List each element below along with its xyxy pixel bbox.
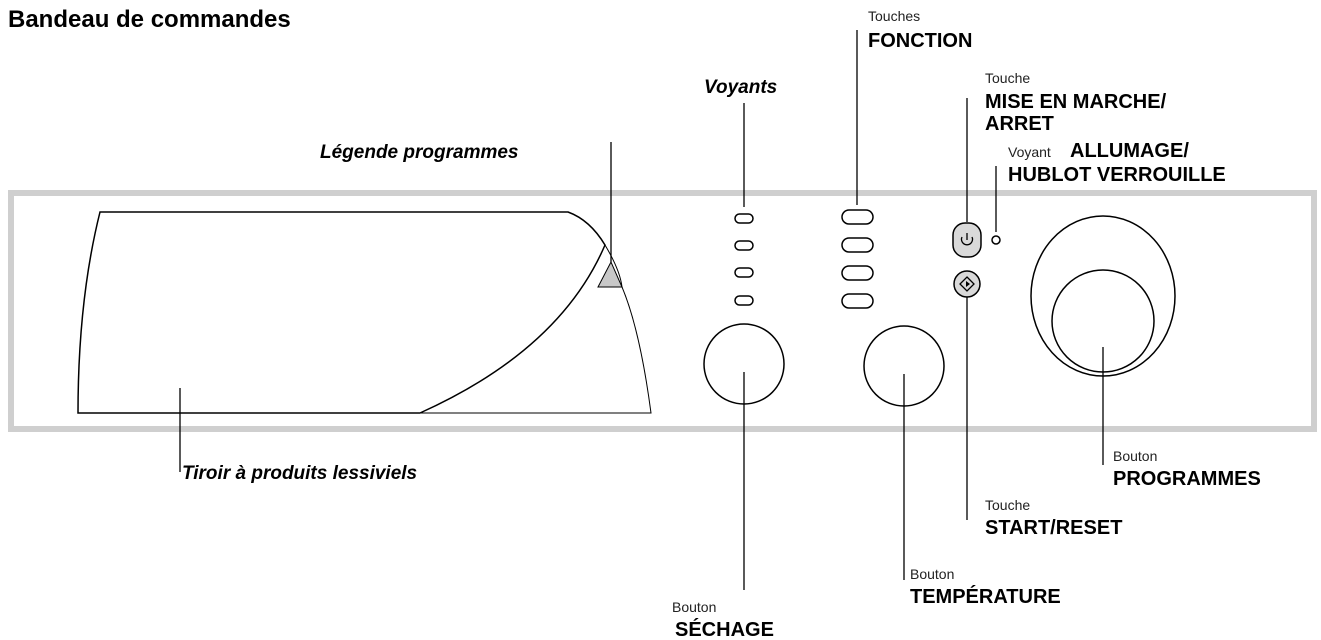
function-button-1[interactable]	[841, 209, 874, 225]
indicator-led-3	[734, 267, 754, 278]
indicator-led-2	[734, 240, 754, 251]
start-reset-big-label: START/RESET	[985, 517, 1122, 539]
temperature-small-label: Bouton	[910, 566, 954, 582]
function-button-2[interactable]	[841, 237, 874, 253]
drying-small-label: Bouton	[672, 599, 716, 615]
function-small-label: Touches	[868, 8, 920, 24]
control-panel-frame	[8, 190, 1317, 432]
program-big-label: PROGRAMMES	[1113, 468, 1261, 490]
program-small-label: Bouton	[1113, 448, 1157, 464]
program-legend-marker-icon	[597, 260, 623, 288]
power-big-label-2: ARRET	[985, 113, 1054, 135]
power-symbol-icon	[960, 233, 974, 246]
power-big-label-1: MISE EN MARCHE/	[985, 91, 1167, 113]
lock-light-big-label-2: HUBLOT VERROUILLE	[1008, 164, 1226, 186]
detergent-drawer[interactable]	[77, 211, 606, 414]
drawer-label: Tiroir à produits lessiviels	[182, 463, 417, 484]
function-button-3[interactable]	[841, 265, 874, 281]
drawer-side-panel	[420, 244, 652, 414]
function-button-4[interactable]	[841, 293, 874, 309]
indicator-led-1	[734, 213, 754, 224]
indicators-label: Voyants	[704, 77, 777, 98]
diagram-title: Bandeau de commandes	[8, 6, 291, 33]
program-legend-label: Légende programmes	[320, 142, 519, 163]
diamond-play-icon	[959, 276, 975, 292]
lock-light-small-label: Voyant	[1008, 144, 1051, 160]
drying-big-label: SÉCHAGE	[675, 618, 774, 640]
function-big-label: FONCTION	[868, 30, 972, 52]
indicator-led-4	[734, 295, 754, 306]
temperature-big-label: TEMPÉRATURE	[910, 585, 1061, 608]
start-reset-small-label: Touche	[985, 497, 1030, 513]
power-small-label: Touche	[985, 70, 1030, 86]
lock-indicator-light	[991, 235, 1001, 245]
lock-light-big-label-1: ALLUMAGE/	[1070, 140, 1189, 162]
